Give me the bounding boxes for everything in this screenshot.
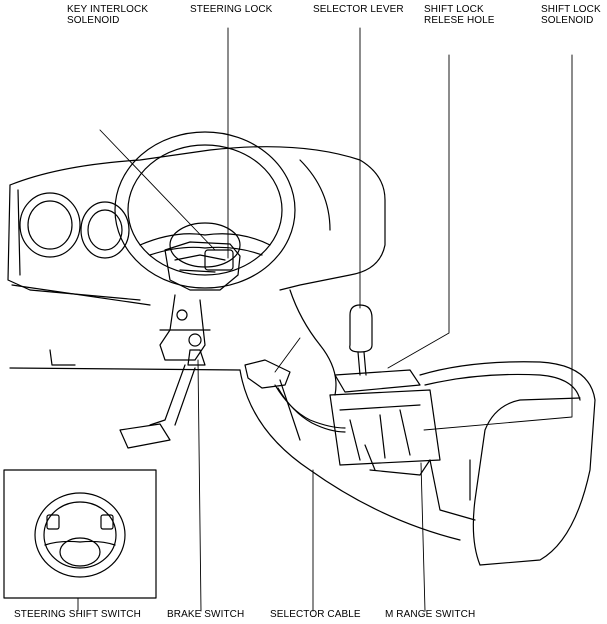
label-shift-lock-release-hole: SHIFT LOCK RELESE HOLE (424, 4, 495, 26)
label-selector-cable: SELECTOR CABLE (270, 609, 361, 620)
label-steering-lock: STEERING LOCK (190, 4, 273, 15)
leader-lines (77, 27, 573, 612)
label-brake-switch: BRAKE SWITCH (167, 609, 245, 620)
label-steering-shift-switch: STEERING SHIFT SWITCH (14, 609, 141, 620)
steering-shift-switch-inset (3, 469, 157, 599)
label-shift-lock-solenoid: SHIFT LOCK SOLENOID (541, 4, 601, 26)
brake-pedal (119, 364, 196, 449)
label-selector-lever: SELECTOR LEVER (313, 4, 404, 15)
selector-lever (349, 304, 373, 376)
selector-cable (244, 359, 346, 433)
label-key-interlock-solenoid: KEY INTERLOCK SOLENOID (67, 4, 149, 26)
steering-lock-assembly (159, 241, 241, 366)
label-m-range-switch: M RANGE SWITCH (385, 609, 476, 620)
dashboard (7, 146, 386, 396)
floor (9, 349, 461, 541)
console (329, 361, 596, 566)
